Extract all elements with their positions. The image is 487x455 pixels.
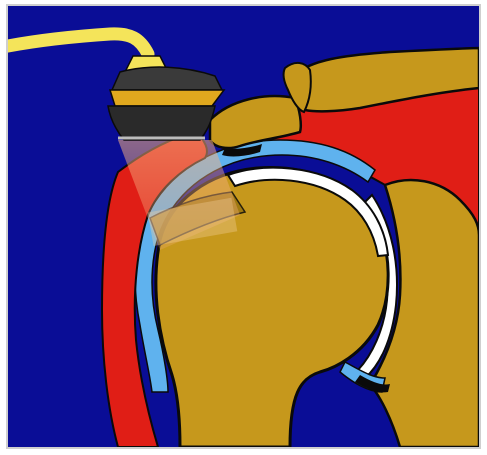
shoulder-ultrasound-illustration [0,0,487,455]
illustration-canvas [0,0,487,455]
